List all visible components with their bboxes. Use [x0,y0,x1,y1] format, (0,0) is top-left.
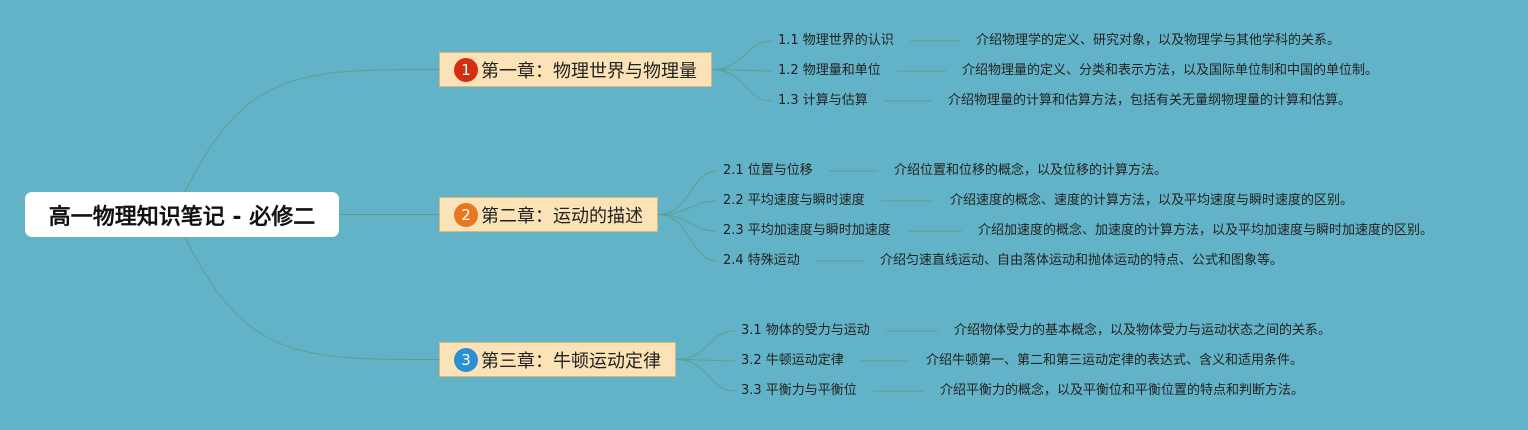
chapter-2-node[interactable]: 2 第二章：运动的描述 [439,197,658,232]
topic-2-3[interactable]: 2.3 平均加速度与瞬时加速度 [723,223,891,238]
topic-3-2-description[interactable]: 介绍牛顿第一、第二和第三运动定律的表达式、含义和适用条件。 [926,353,1304,368]
connector-root-chapter [184,236,440,360]
connector-chapter-topic [711,40,773,70]
connector-root-chapter [184,69,440,193]
topic-3-3-description[interactable]: 介绍平衡力的概念，以及平衡位和平衡位置的特点和判断方法。 [940,383,1305,398]
topic-2-2[interactable]: 2.2 平均速度与瞬时速度 [723,193,865,208]
connector-chapter-topic [675,359,736,362]
number-badge-icon: 1 [454,57,478,82]
root-topic[interactable]: 高一物理知识笔记 - 必修二 [25,192,339,237]
topic-2-2-description[interactable]: 介绍速度的概念、速度的计算方法，以及平均速度与瞬时速度的区别。 [950,193,1354,208]
topic-2-3-description[interactable]: 介绍加速度的概念、加速度的计算方法，以及平均加速度与瞬时加速度的区别。 [978,223,1434,238]
topic-1-3[interactable]: 1.3 计算与估算 [778,93,868,108]
connector-chapter-topic [657,214,718,232]
chapter-1-node[interactable]: 1 第一章：物理世界与物理量 [439,52,712,87]
number-badge-icon: 2 [454,202,478,227]
topic-3-1-description[interactable]: 介绍物体受力的基本概念，以及物体受力与运动状态之间的关系。 [954,323,1332,338]
connector-chapter-topic [711,69,773,102]
topic-1-1[interactable]: 1.1 物理世界的认识 [778,33,894,48]
chapter-title: 第三章：牛顿运动定律 [481,350,661,372]
topic-1-1-description[interactable]: 介绍物理学的定义、研究对象，以及物理学与其他学科的关系。 [976,33,1341,48]
connector-chapter-topic [657,200,718,215]
topic-2-4-description[interactable]: 介绍匀速直线运动、自由落体运动和抛体运动的特点、公式和图象等。 [880,253,1284,268]
connector-chapter-topic [675,359,736,392]
connector-chapter-topic [675,330,736,360]
topic-1-2[interactable]: 1.2 物理量和单位 [778,63,881,78]
chapter-title: 第二章：运动的描述 [481,205,643,227]
topic-1-2-description[interactable]: 介绍物理量的定义、分类和表示方法，以及国际单位制和中国的单位制。 [962,63,1379,78]
topic-3-2[interactable]: 3.2 牛顿运动定律 [741,353,844,368]
connector-chapter-topic [657,170,718,215]
topic-2-1[interactable]: 2.1 位置与位移 [723,163,813,178]
topic-2-4[interactable]: 2.4 特殊运动 [723,253,800,268]
root-title: 高一物理知识笔记 - 必修二 [48,204,316,230]
topic-3-3[interactable]: 3.3 平衡力与平衡位 [741,383,857,398]
chapter-title: 第一章：物理世界与物理量 [481,60,697,82]
topic-1-3-description[interactable]: 介绍物理量的计算和估算方法，包括有关无量纲物理量的计算和估算。 [948,93,1352,108]
topic-3-1[interactable]: 3.1 物体的受力与运动 [741,323,870,338]
topic-2-1-description[interactable]: 介绍位置和位移的概念，以及位移的计算方法。 [894,163,1168,178]
connector-chapter-topic [711,69,773,72]
connector-chapter-topic [657,214,718,262]
chapter-3-node[interactable]: 3 第三章：牛顿运动定律 [439,342,676,377]
number-badge-icon: 3 [454,347,478,372]
